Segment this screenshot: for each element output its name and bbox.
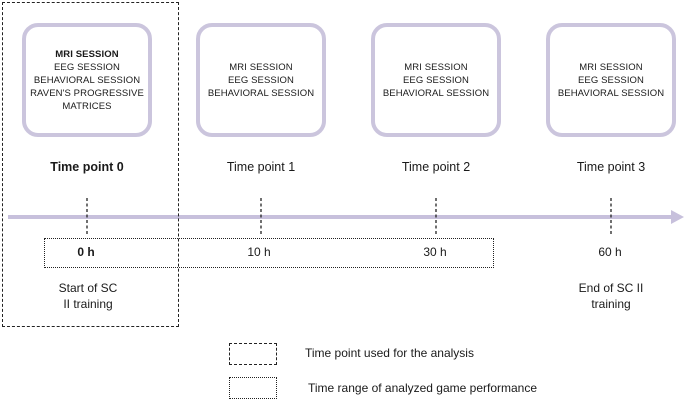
- end-training-line: training: [591, 297, 631, 311]
- timeline-arrow-head: [671, 210, 684, 224]
- session-line: MRI SESSION: [579, 61, 643, 73]
- game-performance-range-box: [44, 238, 494, 268]
- hour-label-0: 0 h: [77, 245, 95, 259]
- end-training-line: End of SC II: [578, 281, 644, 295]
- session-box-tp2: MRI SESSION EEG SESSION BEHAVIORAL SESSI…: [371, 23, 501, 137]
- session-line: EEG SESSION: [402, 74, 470, 86]
- session-line: EEG SESSION: [53, 61, 121, 73]
- hour-label-3: 60 h: [598, 245, 622, 259]
- start-training-line: Start of SC: [58, 281, 118, 295]
- session-line: MRI SESSION: [404, 61, 468, 73]
- session-box-tp3: MRI SESSION EEG SESSION BEHAVIORAL SESSI…: [546, 23, 676, 137]
- session-box-tp1: MRI SESSION EEG SESSION BEHAVIORAL SESSI…: [196, 23, 326, 137]
- session-line: MRI SESSION: [229, 61, 293, 73]
- hour-label-1: 10 h: [247, 245, 271, 259]
- time-point-0-highlight-frame: [2, 2, 179, 327]
- legend-dashed-label: Time point used for the analysis: [305, 346, 474, 360]
- session-line: BEHAVIORAL SESSION: [33, 74, 141, 86]
- session-line: RAVEN'S PROGRESSIVE: [30, 87, 144, 99]
- session-line: BEHAVIORAL SESSION: [382, 87, 490, 99]
- time-point-label-3: Time point 3: [576, 160, 646, 174]
- session-line: MRI SESSION: [55, 48, 119, 60]
- time-point-label-1: Time point 1: [226, 160, 296, 174]
- hour-label-2: 30 h: [423, 245, 447, 259]
- end-training-label: End of SC II training: [556, 280, 666, 312]
- session-line: MATRICES: [62, 100, 112, 112]
- legend-dotted-label: Time range of analyzed game performance: [308, 381, 538, 395]
- session-line: EEG SESSION: [577, 74, 645, 86]
- session-line: BEHAVIORAL SESSION: [207, 87, 315, 99]
- start-training-line: II training: [63, 297, 113, 311]
- session-line: BEHAVIORAL SESSION: [557, 87, 665, 99]
- legend-dotted-swatch: [229, 377, 277, 399]
- time-point-label-2: Time point 2: [401, 160, 471, 174]
- start-training-label: Start of SC II training: [33, 280, 143, 312]
- time-point-label-0: Time point 0: [50, 160, 124, 174]
- session-line: EEG SESSION: [227, 74, 295, 86]
- legend-dashed-swatch: [229, 343, 277, 365]
- session-box-tp0: MRI SESSION EEG SESSION BEHAVIORAL SESSI…: [22, 23, 152, 137]
